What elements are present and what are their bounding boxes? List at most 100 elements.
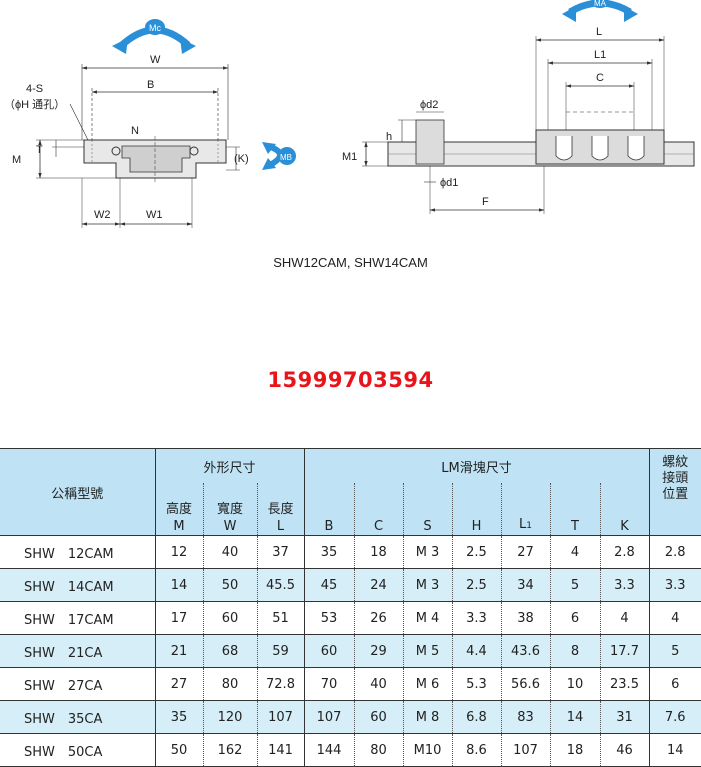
header-s: S — [402, 483, 452, 536]
cell-l1: 56.6 — [500, 667, 550, 701]
cell-c: 40 — [353, 667, 403, 701]
cell-h: 2.5 — [451, 535, 501, 569]
h-label: h — [386, 131, 392, 143]
cell-b: 144 — [303, 733, 354, 767]
cell-n: 6 — [648, 667, 701, 701]
cell-l: 45.5 — [256, 568, 304, 602]
cell-c: 24 — [353, 568, 403, 602]
cell-c: 29 — [353, 634, 403, 668]
hole-spec-label: 4-S — [26, 83, 43, 95]
cell-t: 14 — [549, 700, 600, 734]
cell-b: 60 — [303, 634, 354, 668]
cell-b: 35 — [303, 535, 354, 569]
moment-mb-icon: MB — [262, 142, 296, 170]
technical-drawing: Mc W B 4-S （ϕH 通孔） N M — [4, 0, 695, 228]
cell-t: 10 — [549, 667, 600, 701]
cell-model-name: SHW 12CAM — [0, 535, 155, 569]
k-label: (K) — [234, 153, 249, 165]
f-label: F — [482, 196, 489, 208]
b-label: B — [147, 79, 154, 91]
d1-label: ϕd1 — [440, 177, 458, 189]
cell-l: 72.8 — [256, 667, 304, 701]
hole-note-label: （ϕH 通孔） — [4, 98, 65, 111]
cell-l: 141 — [256, 733, 304, 767]
cell-m: 14 — [154, 568, 203, 602]
cell-b: 70 — [303, 667, 354, 701]
header-b: B — [303, 483, 354, 536]
cell-n: 5 — [648, 634, 701, 668]
cell-m: 35 — [154, 700, 203, 734]
cell-k: 31 — [599, 700, 649, 734]
cell-l1: 43.6 — [500, 634, 550, 668]
cell-n: 14 — [648, 733, 701, 767]
header-model: 公稱型號 — [0, 448, 155, 536]
cell-k: 3.3 — [599, 568, 649, 602]
cell-s: M 3 — [402, 535, 452, 569]
l-label: L — [596, 26, 602, 38]
cell-model-name: SHW 27CA — [0, 667, 155, 701]
lm-block-front-view — [83, 136, 227, 182]
cell-l: 51 — [256, 601, 304, 635]
cell-w: 80 — [202, 667, 257, 701]
cell-l: 59 — [256, 634, 304, 668]
cell-model-name: SHW 17CAM — [0, 601, 155, 635]
cell-h: 4.4 — [451, 634, 501, 668]
header-t: T — [549, 483, 600, 536]
cell-m: 21 — [154, 634, 203, 668]
cell-t: 6 — [549, 601, 600, 635]
cell-s: M 4 — [402, 601, 452, 635]
cell-c: 80 — [353, 733, 403, 767]
cell-m: 50 — [154, 733, 203, 767]
cell-s: M 6 — [402, 667, 452, 701]
cell-h: 5.3 — [451, 667, 501, 701]
cell-w: 60 — [202, 601, 257, 635]
ma-label: MA — [594, 0, 607, 8]
cell-l1: 27 — [500, 535, 550, 569]
cell-t: 5 — [549, 568, 600, 602]
cell-l1: 34 — [500, 568, 550, 602]
cell-k: 23.5 — [599, 667, 649, 701]
cell-b: 107 — [303, 700, 354, 734]
mb-label: MB — [280, 153, 292, 162]
cell-k: 46 — [599, 733, 649, 767]
header-block-group: LM滑塊尺寸 — [303, 448, 649, 483]
moment-mc-icon: Mc — [112, 19, 196, 54]
cell-c: 26 — [353, 601, 403, 635]
cell-n: 3.3 — [648, 568, 701, 602]
cell-k: 2.8 — [599, 535, 649, 569]
cell-t: 4 — [549, 535, 600, 569]
mc-label: Mc — [149, 23, 161, 33]
cell-n: 2.8 — [648, 535, 701, 569]
cell-t: 18 — [549, 733, 600, 767]
cell-m: 27 — [154, 667, 203, 701]
cell-h: 3.3 — [451, 601, 501, 635]
header-length: 長度 — [267, 502, 294, 517]
header-width: 寬度 — [216, 502, 243, 517]
cell-n: 7.6 — [648, 700, 701, 734]
m-label: M — [12, 154, 21, 166]
cell-w: 68 — [202, 634, 257, 668]
header-outer-group: 外形尺寸 — [154, 448, 304, 483]
cell-s: M 8 — [402, 700, 452, 734]
cell-w: 50 — [202, 568, 257, 602]
cell-k: 17.7 — [599, 634, 649, 668]
figure-caption: SHW12CAM, SHW14CAM — [273, 255, 428, 270]
cell-m: 17 — [154, 601, 203, 635]
cell-l1: 83 — [500, 700, 550, 734]
cell-w: 162 — [202, 733, 257, 767]
header-c: C — [353, 483, 403, 536]
w1-label: W1 — [146, 209, 163, 221]
header-screw-group: 螺紋接頭位置 — [662, 455, 689, 502]
lm-rail-side-view — [387, 119, 695, 167]
cell-l1: 107 — [500, 733, 550, 767]
cell-model-name: SHW 14CAM — [0, 568, 155, 602]
cell-t: 8 — [549, 634, 600, 668]
d2-label: ϕd2 — [420, 99, 438, 111]
cell-w: 40 — [202, 535, 257, 569]
n-label: N — [131, 125, 139, 137]
cell-s: M 3 — [402, 568, 452, 602]
cell-l: 107 — [256, 700, 304, 734]
